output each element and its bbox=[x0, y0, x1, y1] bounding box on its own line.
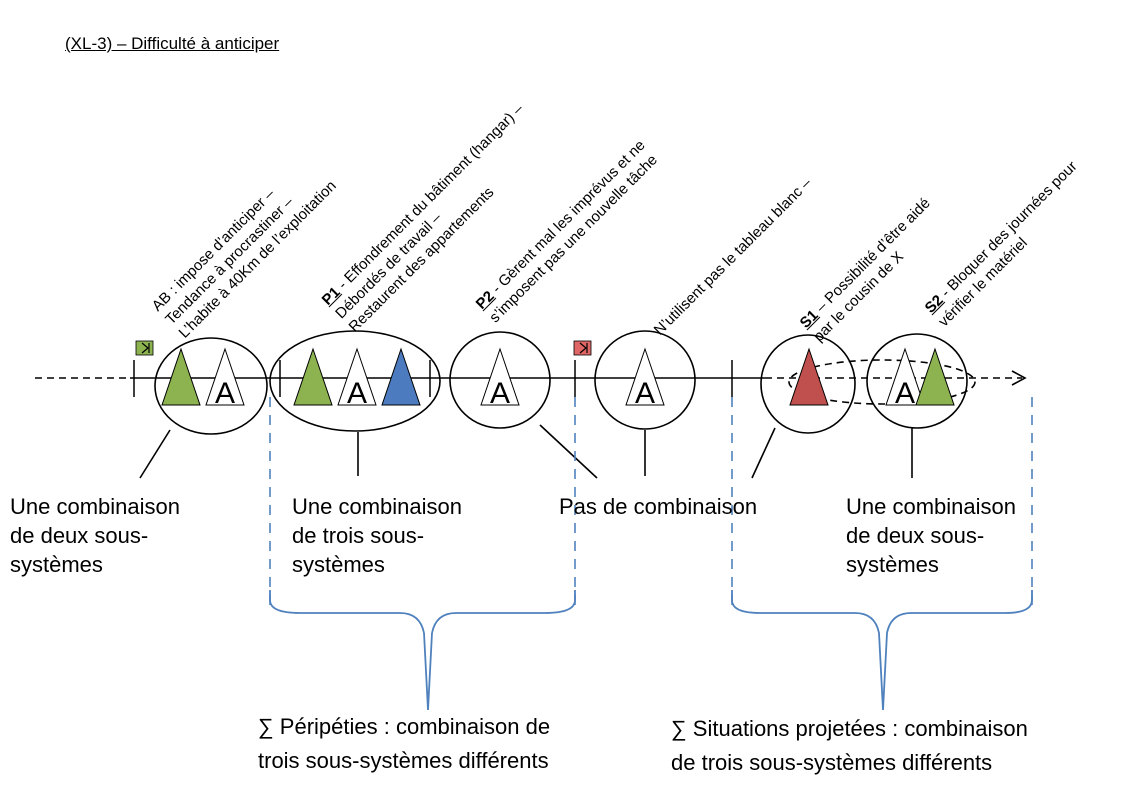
subsystem-letter: A bbox=[490, 377, 510, 410]
a-subsystem-triangle bbox=[205, 347, 245, 406]
subsystem-letter: A bbox=[347, 377, 367, 410]
group-ellipse-p1 bbox=[269, 330, 441, 432]
timeline-ticks bbox=[133, 360, 733, 397]
green-subsystem-triangle bbox=[161, 347, 201, 406]
group-ellipse-s2 bbox=[866, 333, 968, 429]
label-no-combination: Pas de combinaison bbox=[559, 494, 758, 519]
group-ellipse-s1 bbox=[760, 334, 856, 434]
start-marker-icon bbox=[135, 340, 154, 356]
group-ellipse-p2 bbox=[449, 331, 551, 429]
peripeties-brace bbox=[269, 590, 576, 711]
blue-subsystem-triangle bbox=[381, 347, 421, 406]
subsystem-triangles bbox=[161, 347, 955, 406]
situations-brace bbox=[731, 590, 1033, 711]
a-subsystem-triangle bbox=[625, 347, 665, 406]
subsystem-letter: A bbox=[215, 377, 235, 410]
page-title: (XL-3) – Difficulté à anticiper bbox=[65, 34, 280, 53]
end-marker-icon bbox=[573, 340, 592, 356]
timeline-arrowhead bbox=[1011, 370, 1027, 386]
group-ellipse-ab bbox=[154, 337, 268, 435]
subsystem-letter: A bbox=[895, 377, 915, 410]
red-subsystem-triangle bbox=[789, 347, 829, 406]
subsystem-letter: A bbox=[635, 377, 655, 410]
projection-dashed-ellipse bbox=[788, 359, 976, 405]
green-subsystem-triangle bbox=[293, 347, 333, 406]
group-ellipse-tableau bbox=[594, 330, 696, 430]
a-subsystem-triangle bbox=[480, 347, 520, 406]
a-subsystem-triangle bbox=[337, 347, 377, 406]
a-subsystem-triangle bbox=[885, 347, 925, 406]
label-connectors bbox=[139, 424, 913, 479]
green-subsystem-triangle bbox=[915, 347, 955, 406]
